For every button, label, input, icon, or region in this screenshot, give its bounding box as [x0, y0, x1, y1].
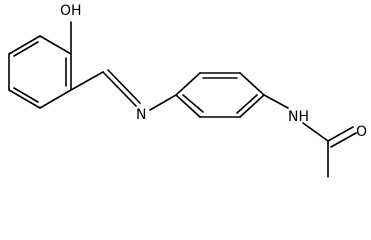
benzene-ring — [175, 72, 265, 118]
bond-ring-b-1 — [175, 72, 201, 96]
bond-ch-n-1 — [102, 71, 137, 107]
bond-ring-a-double-2 — [13, 87, 39, 103]
phenol-ring — [8, 35, 72, 109]
bond-nh-carbonyl — [302, 122, 329, 142]
bond-ring-b-6 — [175, 94, 201, 118]
bond-ring-a-4 — [8, 89, 41, 109]
bond-ring-nh — [263, 94, 289, 109]
amide-nh-label: NH — [288, 109, 309, 125]
bond-ring-b-double-3 — [182, 94, 204, 113]
structure-canvas: OH N NH O — [8, 3, 368, 178]
bond-c-o-2 — [330, 132, 357, 148]
bond-c-o-1 — [327, 126, 354, 142]
imine-n-label: N — [136, 107, 146, 123]
bond-n-ring — [149, 94, 177, 111]
bond-ring-a-3 — [39, 89, 72, 109]
bond-ring-b-4 — [239, 94, 265, 118]
bond-ring-a-1 — [39, 35, 72, 55]
bond-ring-a-6 — [8, 35, 41, 55]
bond-ring-b-3 — [239, 72, 265, 96]
bond-ring-a-double-3 — [13, 41, 39, 57]
bond-ring-ch — [70, 71, 104, 91]
hydroxyl-label: OH — [60, 3, 82, 19]
molecule-drawing: OH N NH O — [8, 3, 367, 178]
carbonyl-o-label: O — [356, 124, 367, 140]
bond-ch-n-2 — [107, 69, 141, 104]
bond-ring-b-double-2 — [236, 94, 258, 114]
